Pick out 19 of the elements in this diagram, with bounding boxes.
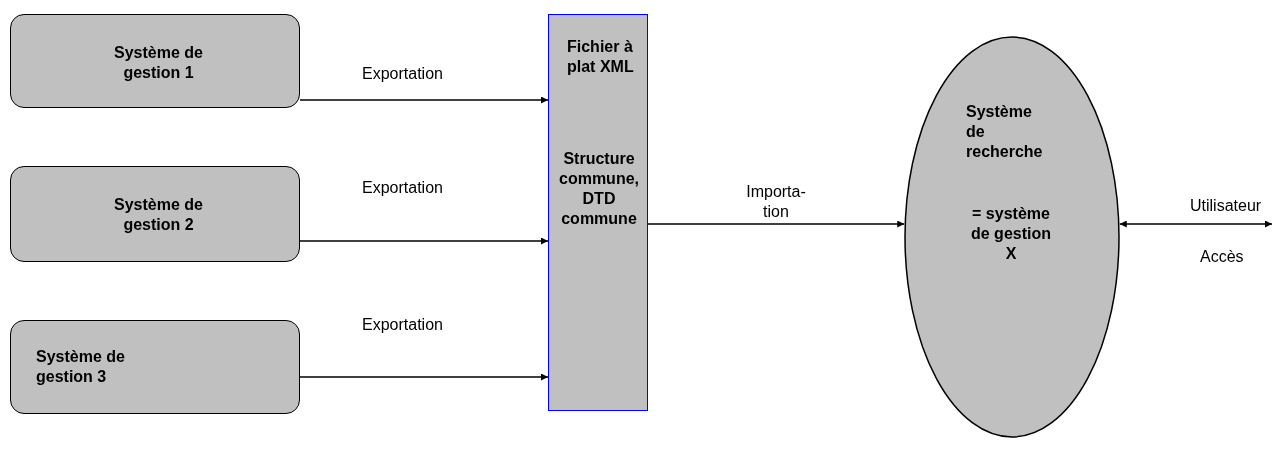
process-box (10, 14, 300, 108)
node-text: Système de recherche (966, 102, 1044, 162)
file-box (548, 14, 648, 411)
process-box (10, 166, 300, 262)
node-text: Système de gestion 1 (113, 43, 204, 83)
node-text: Fichier à plat XML (567, 37, 635, 77)
node-text: = système de gestion X (970, 204, 1052, 264)
node-text: Structure commune, DTD commune (558, 149, 640, 229)
arrow (299, 237, 549, 245)
arrow (647, 220, 905, 228)
edge-label: Exportation (362, 64, 443, 84)
node-text: Système de gestion 3 (36, 347, 126, 387)
arrow (299, 373, 549, 381)
edge-label: Exportation (362, 315, 443, 335)
edge-label: Exportation (362, 178, 443, 198)
arrow (1119, 220, 1273, 228)
arrow (299, 96, 549, 104)
node-text: Système de gestion 2 (113, 195, 204, 235)
process-box (10, 320, 300, 414)
